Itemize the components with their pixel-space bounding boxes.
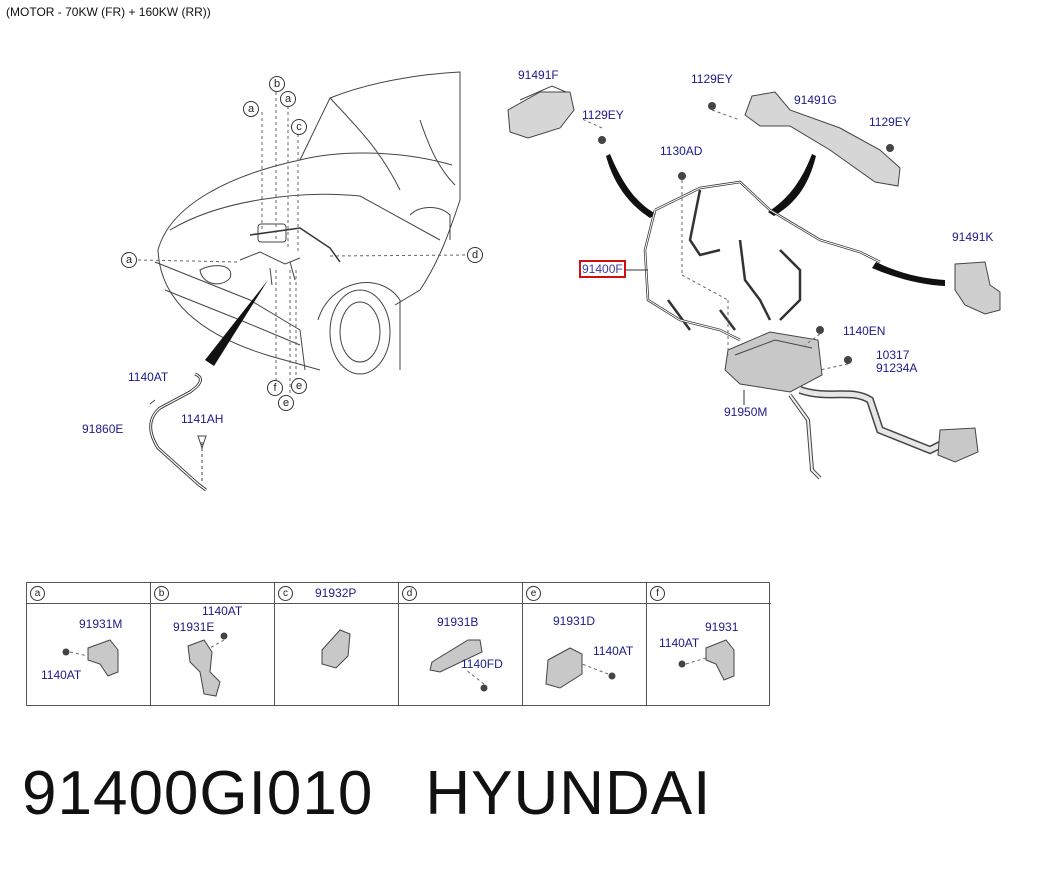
ref-circle-d: d: [467, 247, 483, 263]
pointer-91491k: [872, 262, 945, 286]
ref-circle-a: a: [280, 91, 296, 107]
part-label-91931d[interactable]: 91931D: [553, 614, 596, 628]
connector-cover-91491k: [954, 261, 1001, 315]
pointer-91491f: [606, 154, 656, 218]
bracket-91931b: [429, 639, 483, 673]
bracket-91931m: [87, 639, 119, 677]
inverter-91950m: [724, 331, 823, 393]
part-label-91491k[interactable]: 91491K: [952, 230, 994, 244]
part-label-91400f-highlighted[interactable]: 91400F: [579, 260, 626, 278]
pointer-91491g: [768, 154, 816, 216]
part-label-1129ey[interactable]: 1129EY: [582, 108, 624, 122]
part-label-91860e[interactable]: 91860E: [82, 422, 124, 436]
harness-cover-91491f: [507, 91, 575, 139]
callout-cell-e: e 91931D 1140AT: [523, 583, 647, 705]
part-label-91931b[interactable]: 91931B: [437, 615, 479, 629]
ref-circle-f: f: [267, 380, 283, 396]
part-label-1140at[interactable]: 1140AT: [659, 636, 700, 650]
part-label-1140at[interactable]: 1140AT: [128, 370, 169, 384]
part-label-91491g[interactable]: 91491G: [794, 93, 837, 107]
part-label-1129ey[interactable]: 1129EY: [869, 115, 911, 129]
part-label-1140at[interactable]: 1140AT: [41, 668, 82, 682]
part-label-91931e[interactable]: 91931E: [173, 620, 215, 634]
ref-circle-c: c: [291, 119, 307, 135]
callout-letter: e: [526, 586, 541, 601]
part-label-10317[interactable]: 10317: [876, 348, 910, 362]
ref-circle-a: a: [121, 252, 137, 268]
pointer-car-to-cable: [205, 280, 268, 366]
callout-letter: f: [650, 586, 665, 601]
part-label-91491f[interactable]: 91491F: [518, 68, 559, 82]
footer-part-number: 91400GI010: [22, 759, 374, 828]
bracket-91931d: [545, 647, 583, 689]
callout-letter: a: [30, 586, 45, 601]
part-label-91932p[interactable]: 91932P: [315, 586, 357, 600]
ref-circle-e: e: [291, 378, 307, 394]
callout-letter: b: [154, 586, 169, 601]
part-label-91234a[interactable]: 91234A: [876, 361, 918, 375]
bracket-91931: [705, 639, 735, 681]
ref-circle-e: e: [278, 395, 294, 411]
part-label-1140at[interactable]: 1140AT: [593, 644, 634, 658]
bracket-91931e: [187, 639, 221, 697]
part-label-1130ad[interactable]: 1130AD: [660, 144, 703, 158]
part-label-91931[interactable]: 91931: [705, 620, 739, 634]
harness-cover-91491g: [744, 91, 901, 187]
part-label-1140at[interactable]: 1140AT: [202, 604, 243, 618]
front-wheel-arch: [317, 282, 401, 370]
callout-letter: c: [278, 586, 293, 601]
part-label-91931m[interactable]: 91931M: [79, 617, 123, 631]
bracket-91932p: [321, 629, 351, 669]
main-harness-91400f: [643, 180, 881, 342]
callout-letter: d: [402, 586, 417, 601]
part-label-1141ah[interactable]: 1141AH: [181, 412, 224, 426]
callout-cell-c: c 91932P: [275, 583, 399, 705]
ref-circle-a: a: [243, 101, 259, 117]
part-label-1140fd[interactable]: 1140FD: [461, 657, 503, 671]
callout-cell-b: b 1140AT 91931E: [151, 583, 275, 705]
footer-brand: HYUNDAI: [425, 759, 712, 828]
detail-callout-table: a 91931M 1140AT b 1140AT 91931E c 91932P…: [26, 582, 771, 706]
part-label-1140en[interactable]: 1140EN: [843, 324, 886, 338]
callout-cell-d: d 91931B 1140FD: [399, 583, 523, 705]
part-label-91950m[interactable]: 91950M: [724, 405, 768, 419]
page-caption: (MOTOR - 70KW (FR) + 160KW (RR)): [6, 5, 211, 19]
page-footer: 91400GI010 HYUNDAI: [22, 758, 763, 829]
ref-circle-b: b: [269, 76, 285, 92]
callout-cell-a: a 91931M 1140AT: [27, 583, 151, 705]
car-body-outline: [157, 71, 461, 306]
part-label-1129ey[interactable]: 1129EY: [691, 72, 733, 86]
callout-cell-f: f 1140AT 91931: [647, 583, 771, 705]
